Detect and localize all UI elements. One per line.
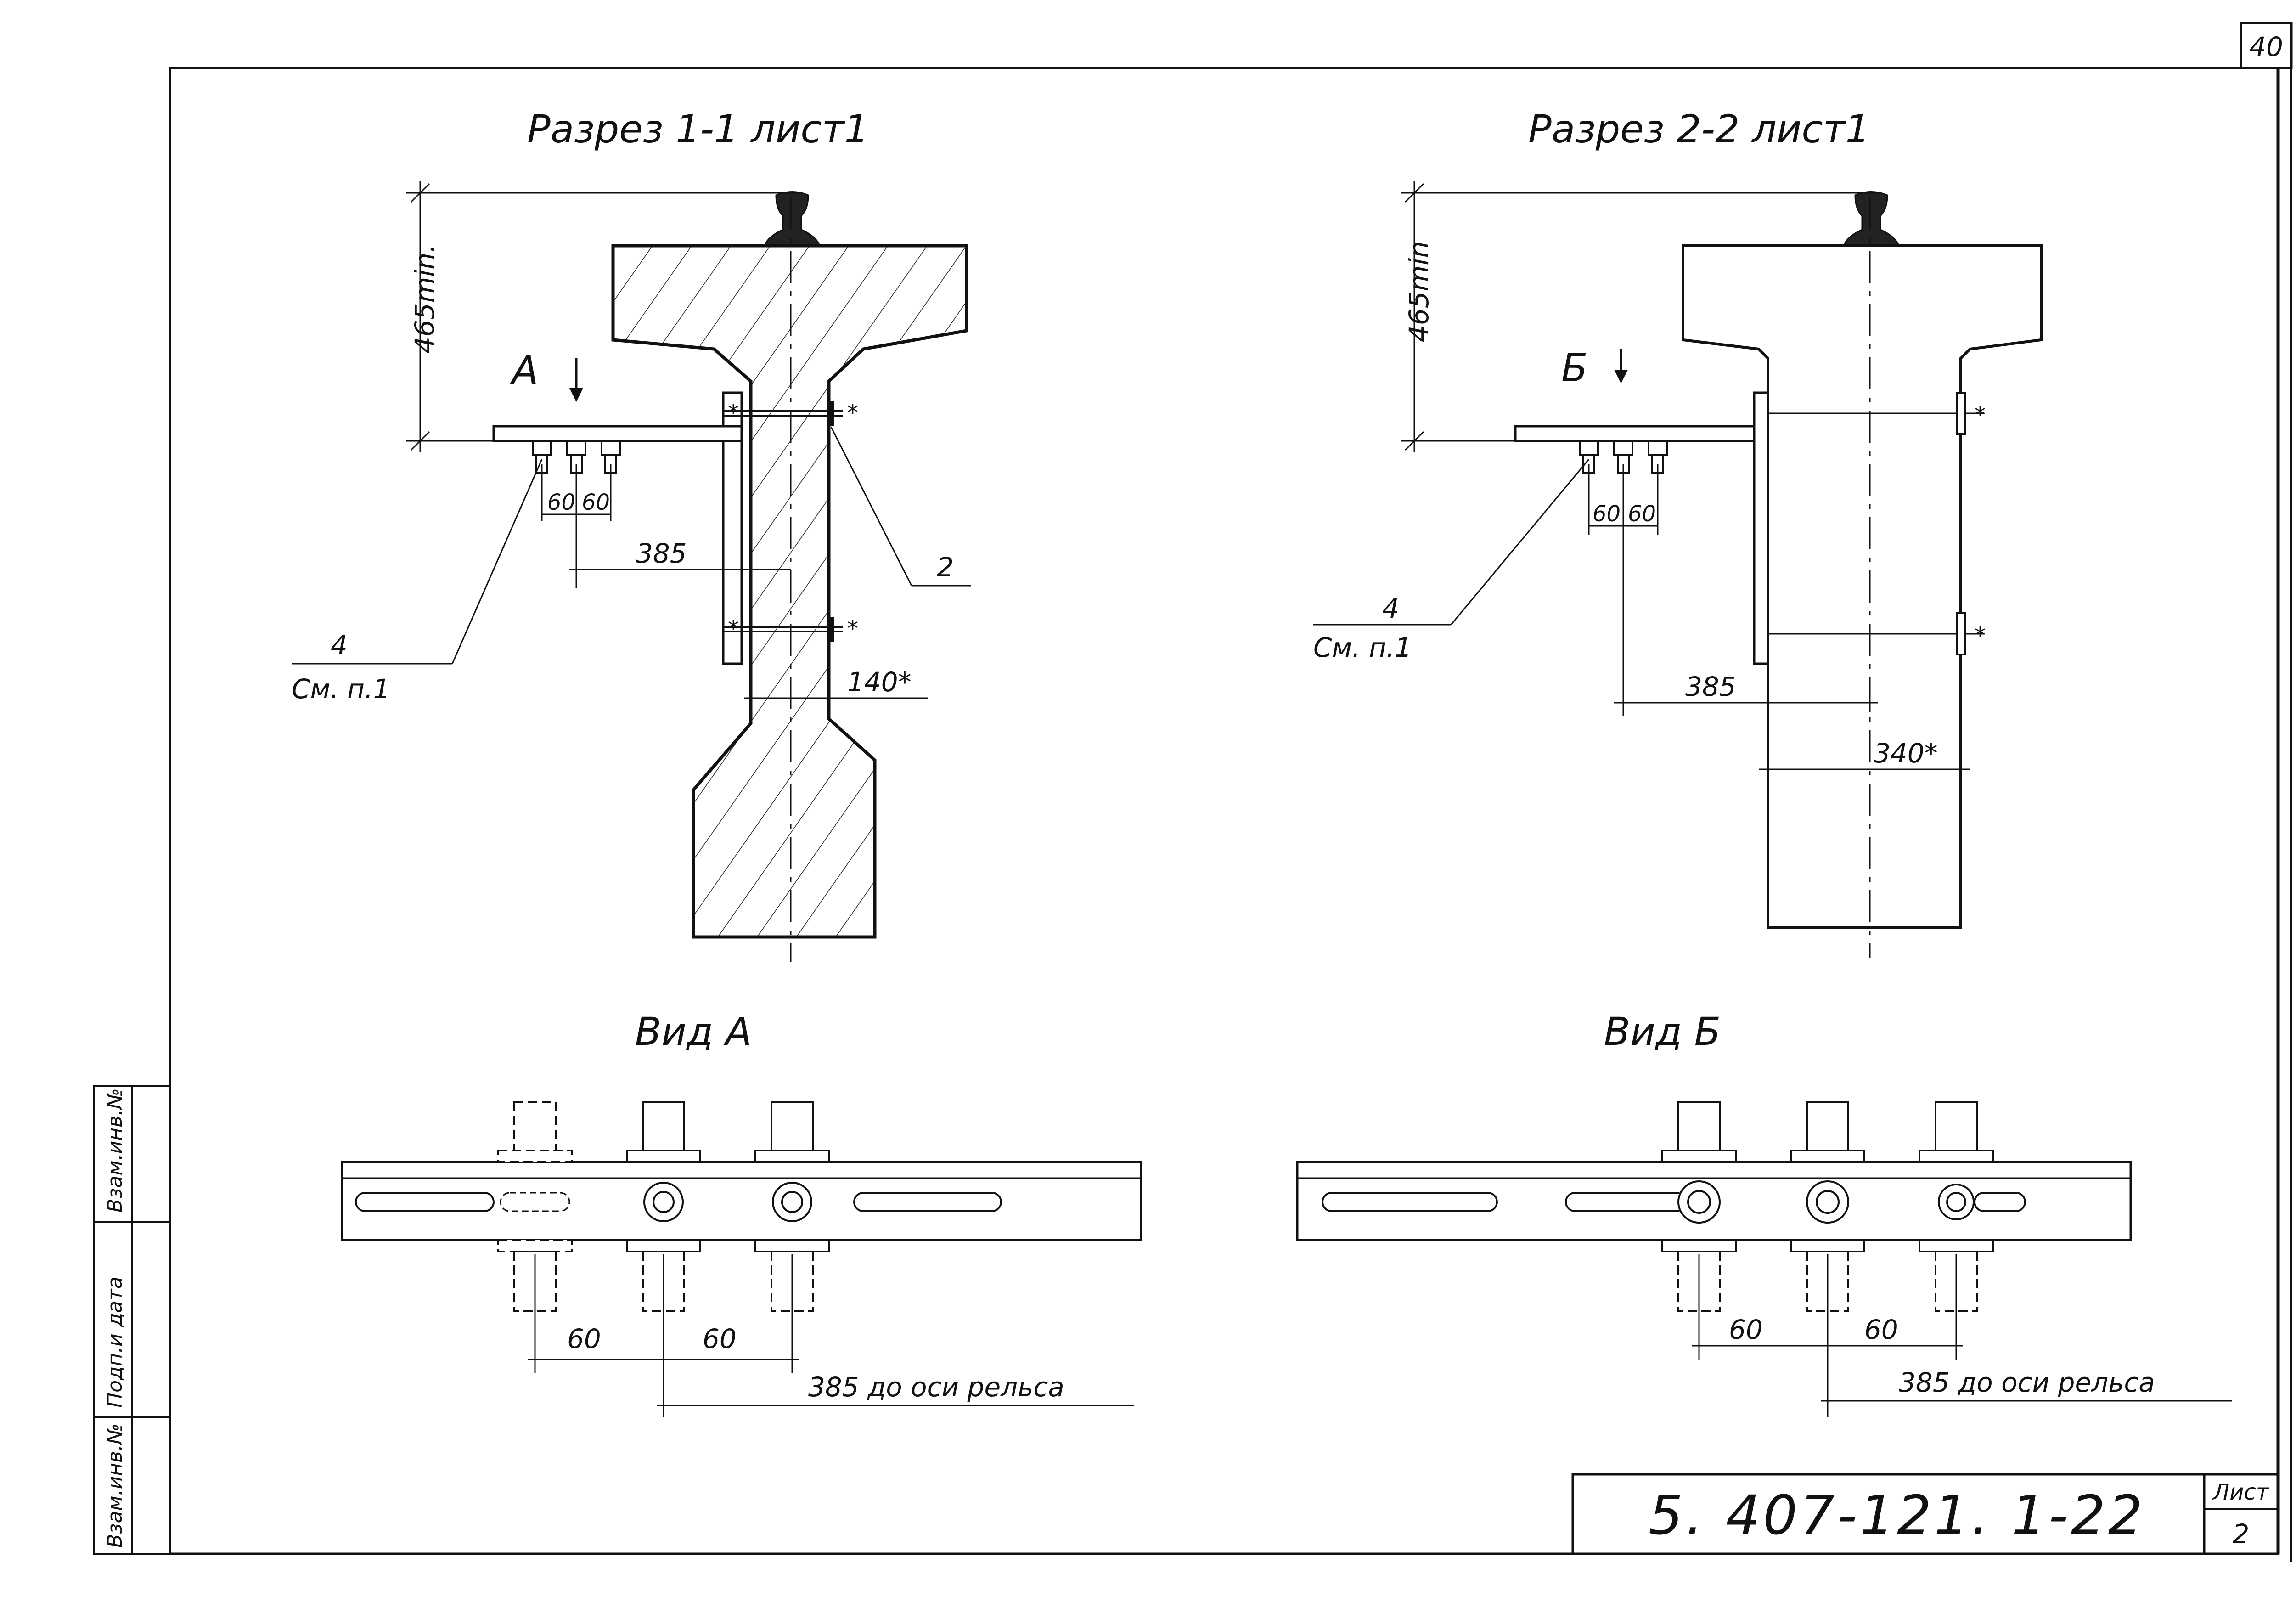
height-dimension-2 (1401, 181, 1880, 452)
svg-text:*: * (847, 616, 858, 642)
view-b-pitch-2: 60 (1864, 1314, 1898, 1345)
svg-text:*: * (728, 400, 739, 426)
view-b: Вид Б (1281, 1009, 2232, 1417)
view-b-studs (1661, 1101, 1994, 1312)
offset-dimension-2 (1614, 526, 1878, 716)
view-marker-a: А (510, 348, 538, 393)
svg-text:*: * (1975, 402, 1986, 428)
width-dimension-2 (1759, 760, 1970, 781)
pitch-dimension-2 (1588, 464, 1659, 535)
support-plate-2 (1753, 391, 1769, 665)
stamp-cell-1: Взам.инв.№ (103, 1088, 127, 1213)
sheet-frame: 40 5. 407-121. 1-22 Лист 2 Взам.инв.№ По… (93, 22, 2293, 1562)
section-1-pitch-1: 60 (547, 490, 575, 515)
bracket-angle (492, 425, 743, 442)
view-marker-b: Б (1561, 345, 1588, 390)
bracket-angle-2 (1514, 425, 1756, 442)
through-bolts-2 (1768, 392, 1984, 655)
section-2-offset: 385 (1685, 671, 1736, 702)
list-label: Лист (2212, 1479, 2270, 1505)
width-dimension (744, 689, 928, 710)
page-number-box (2240, 22, 2293, 69)
callout-2: 2 (937, 552, 954, 583)
section-1-title: Разрез 1-1 лист1 (527, 107, 869, 152)
svg-text:*: * (847, 400, 858, 426)
through-bolts (723, 401, 843, 642)
section-1-pitch-2: 60 (582, 490, 610, 515)
section-2-title: Разрез 2-2 лист1 (1528, 107, 1870, 152)
stamp-cell-2: Подп.и дата (103, 1276, 127, 1408)
section-2-2: Разрез 2-2 лист1 * * 465min (1313, 107, 2043, 958)
view-b-pitch-1: 60 (1729, 1314, 1763, 1345)
height-dimension (406, 181, 801, 452)
callout-4-b-note: См. п.1 (1313, 632, 1412, 663)
section-2-pitch-2: 60 (1628, 501, 1656, 527)
title-block (1571, 1473, 2279, 1555)
column-section (1682, 244, 2043, 929)
section-1-1: Разрез 1-1 лист1 * * * * (292, 107, 971, 962)
callout-4: 4 (331, 630, 348, 661)
document-code: 5. 407-121. 1-22 (1649, 1484, 2145, 1547)
section-2-pitch-1: 60 (1593, 501, 1621, 527)
section-1-offset: 385 (636, 538, 687, 569)
view-a-dimensions (528, 1254, 1134, 1417)
view-a-title: Вид А (635, 1009, 752, 1054)
view-b-axis-dim: 385 до оси рельса (1899, 1367, 2155, 1398)
view-a-pitch-2: 60 (703, 1323, 737, 1354)
callout-4-b: 4 (1382, 593, 1399, 624)
list-number: 2 (2233, 1518, 2250, 1550)
callout-4-leader-2 (1313, 459, 1590, 626)
section-2-width: 340* (1874, 738, 1938, 769)
callout-2-leader (830, 427, 971, 587)
view-b-dimensions (1692, 1254, 2232, 1417)
svg-text:*: * (1975, 623, 1986, 649)
rail-profile-2 (1842, 191, 1900, 247)
callout-4-leader (292, 459, 543, 665)
beam-section-hatched (611, 244, 968, 939)
svg-text:*: * (728, 616, 739, 642)
rail-profile (763, 191, 821, 247)
section-1-height: 465min. (409, 244, 440, 354)
page-number: 40 (2249, 31, 2283, 62)
view-a-pitch-1: 60 (567, 1323, 601, 1354)
offset-dimension (569, 514, 791, 588)
view-a: Вид А (321, 1009, 1162, 1417)
section-2-height: 465min (1403, 241, 1435, 342)
view-b-title: Вид Б (1604, 1009, 1721, 1054)
view-a-axis-dim: 385 до оси рельса (808, 1371, 1064, 1403)
section-1-width: 140* (847, 666, 912, 698)
side-stamp: Взам.инв.№ Подп.и дата Взам.инв.№ (93, 1085, 171, 1555)
stamp-cell-3: Взам.инв.№ (103, 1423, 127, 1548)
callout-4-note: См. п.1 (292, 673, 390, 705)
